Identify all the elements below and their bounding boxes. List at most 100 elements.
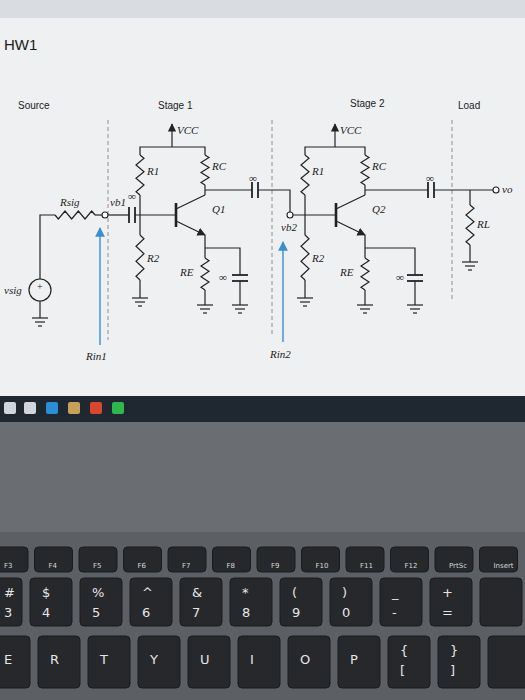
ground-bar bbox=[138, 305, 142, 306]
key-legend: T bbox=[100, 652, 108, 667]
key-legend: F4 bbox=[49, 562, 57, 570]
wire bbox=[365, 189, 428, 190]
resistor-symbol bbox=[466, 205, 474, 245]
keyboard-key bbox=[88, 636, 130, 688]
keyboard-key bbox=[288, 636, 330, 688]
key-legend: - bbox=[392, 605, 397, 620]
keyboard-key bbox=[480, 578, 522, 626]
input-resistance-arrow bbox=[99, 228, 100, 345]
ground-bar bbox=[35, 321, 45, 322]
key-legend: Insert bbox=[494, 562, 514, 570]
wire bbox=[171, 124, 172, 147]
wire bbox=[205, 189, 252, 190]
wire bbox=[469, 245, 470, 262]
emitter-lead bbox=[176, 221, 205, 235]
keyboard-key bbox=[388, 636, 430, 688]
keyboard-key bbox=[430, 578, 472, 626]
ground-symbol bbox=[357, 305, 373, 313]
base-bar bbox=[175, 203, 178, 227]
key-legend: { bbox=[400, 643, 408, 658]
key-legend: I bbox=[250, 652, 254, 667]
key-legend: 4 bbox=[42, 605, 50, 620]
keyboard-key bbox=[0, 578, 22, 626]
key-legend: ) bbox=[342, 585, 347, 600]
keyboard-key bbox=[391, 547, 429, 572]
ground-bar bbox=[232, 304, 248, 305]
taskbar-icon bbox=[46, 402, 58, 414]
emitter-lead bbox=[336, 221, 365, 235]
component-label: Rin1 bbox=[86, 350, 107, 362]
base-bar bbox=[335, 203, 338, 227]
resistor-symbol bbox=[136, 235, 144, 280]
key-legend: Y bbox=[150, 652, 158, 667]
key-legend: ( bbox=[292, 585, 297, 600]
component-label: ∞ bbox=[128, 190, 136, 202]
keyboard-key bbox=[380, 578, 422, 626]
ground-symbol bbox=[462, 262, 478, 270]
keyboard-key bbox=[480, 547, 518, 572]
keyboard-key bbox=[138, 636, 180, 688]
keyboard-key bbox=[435, 547, 473, 572]
section-heading: Stage 2 bbox=[350, 98, 384, 109]
wire bbox=[334, 124, 335, 147]
ground-bar bbox=[32, 317, 48, 318]
keyboard-key bbox=[302, 547, 340, 572]
ground-symbol bbox=[232, 305, 248, 313]
section-heading: Stage 1 bbox=[158, 100, 192, 111]
key-legend: _ bbox=[392, 585, 399, 600]
component-label: R2 bbox=[147, 252, 159, 264]
resistor-symbol bbox=[361, 258, 369, 290]
wire bbox=[258, 190, 290, 212]
laptop-body bbox=[0, 422, 525, 700]
key-legend: + bbox=[442, 585, 453, 600]
wire bbox=[305, 147, 365, 155]
capacitor-symbol bbox=[129, 207, 135, 223]
keyboard-key bbox=[168, 547, 206, 572]
component-label: ∞ bbox=[249, 172, 257, 184]
ground-bar bbox=[363, 312, 367, 313]
key-legend: F7 bbox=[182, 562, 190, 570]
key-legend: R bbox=[50, 652, 59, 667]
ground-bar bbox=[357, 304, 373, 305]
ground-bar bbox=[238, 312, 242, 313]
key-legend: F9 bbox=[271, 562, 279, 570]
wire bbox=[414, 281, 415, 305]
ground-symbol bbox=[297, 298, 313, 306]
key-legend: F12 bbox=[405, 562, 418, 570]
wire bbox=[39, 301, 40, 318]
wire bbox=[304, 280, 305, 298]
keyboard-key bbox=[338, 636, 380, 688]
capacitor-symbol bbox=[428, 182, 434, 198]
key-legend: F5 bbox=[93, 562, 101, 570]
ground-bar bbox=[203, 312, 207, 313]
keyboard-key bbox=[438, 636, 480, 688]
taskbar-icon bbox=[90, 402, 102, 414]
ground-bar bbox=[235, 308, 245, 309]
resistor-symbol bbox=[301, 155, 309, 195]
transistor-symbol bbox=[336, 195, 365, 235]
stage-divider bbox=[272, 120, 273, 335]
capacitor-symbol bbox=[407, 275, 423, 281]
key-legend: PrtSc bbox=[449, 562, 467, 570]
collector-lead bbox=[176, 195, 205, 209]
component-label: Q1 bbox=[212, 203, 225, 215]
ground-bar bbox=[200, 308, 210, 309]
keyboard-key bbox=[280, 578, 322, 626]
collector-lead bbox=[336, 195, 365, 209]
keyboard-key bbox=[330, 578, 372, 626]
ground-bar bbox=[38, 325, 42, 326]
key-legend: } bbox=[450, 643, 458, 658]
input-resistance-arrow bbox=[282, 242, 283, 342]
key-legend: ] bbox=[450, 663, 455, 678]
key-legend: O bbox=[300, 652, 310, 667]
resistor-symbol bbox=[361, 155, 369, 185]
wire bbox=[95, 214, 102, 215]
keyboard bbox=[0, 547, 525, 688]
stage-divider bbox=[108, 120, 109, 340]
key-legend: F3 bbox=[4, 562, 12, 570]
component-label: vsig bbox=[4, 284, 22, 296]
component-label: VCC bbox=[340, 124, 361, 136]
wire bbox=[140, 147, 205, 155]
component-label: RC bbox=[372, 160, 386, 172]
